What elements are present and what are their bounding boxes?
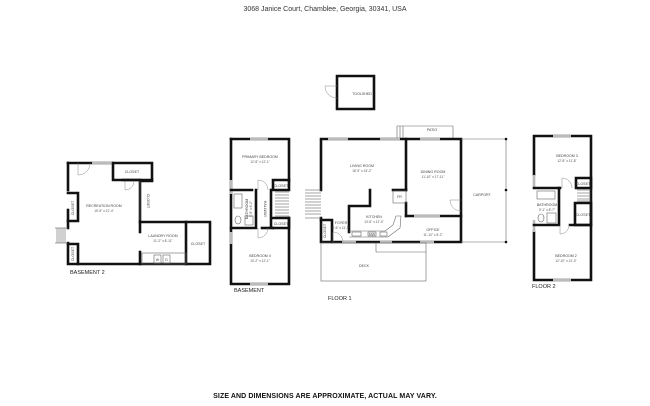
office-label: OFFICE bbox=[426, 228, 440, 232]
dining-room-label: DINING ROOM bbox=[421, 170, 446, 174]
bathroom-label: BATHROOM bbox=[537, 203, 558, 207]
toolshed-label: TOOLSHED bbox=[352, 92, 372, 96]
closet-label: CLOSET bbox=[191, 242, 206, 246]
bedroom-4-dims: 10'-2" x 12'-1" bbox=[250, 259, 270, 263]
primary-bedroom-dims: 12'-8" x 12'-1" bbox=[250, 160, 270, 164]
recreation-room-label: RECREATION ROOM bbox=[86, 204, 121, 208]
hallway-label: HALLWAY bbox=[263, 201, 267, 218]
living-room-label: LIVING ROOM bbox=[350, 164, 374, 168]
closet-label: CLOSET bbox=[71, 246, 75, 261]
carport-label: CARPORT bbox=[473, 193, 491, 197]
bedroom-3-label: BEDROOM 3 bbox=[556, 154, 578, 158]
closet-label: CLOSET bbox=[576, 182, 591, 186]
bedroom-2-dims: 12'-10" x 12'-3" bbox=[555, 259, 576, 263]
floor-label-floor-2: FLOOR 2 bbox=[532, 284, 556, 290]
property-address: 3068 Janice Court, Chamblee, Georgia, 30… bbox=[243, 6, 407, 13]
foyer-label: FOYER bbox=[335, 221, 348, 225]
dining-room-dims: 11'-10" x 17'-11" bbox=[422, 175, 445, 179]
disclaimer-text: SIZE AND DIMENSIONS ARE APPROXIMATE, ACT… bbox=[213, 393, 437, 400]
fridge-label: FR bbox=[397, 195, 402, 199]
floor-1-plan: TOOLSHED PATIO FR CLOSET MW bbox=[305, 74, 508, 302]
primary-bedroom-label: PRIMARY BEDROOM bbox=[242, 155, 278, 159]
recreation-room-dims: 15'-5" x 21'-4" bbox=[94, 209, 114, 213]
closet-label: CLOSET bbox=[576, 213, 591, 217]
closet-label: CLOSET bbox=[71, 200, 75, 215]
living-room-dims: 18'-9" x 15'-2" bbox=[352, 169, 372, 173]
laundry-room-dims: 11'-2" x 8'-11" bbox=[153, 239, 172, 243]
floor-2-plan: BEDROOM 3 12'-8" x 11'-8" BEDROOM 2 12'-… bbox=[532, 134, 593, 290]
kitchen-dims: 13'-6" x 12'-0" bbox=[364, 220, 384, 224]
floor-label-basement: BASEMENT bbox=[234, 288, 265, 294]
closet-label: CLOSET bbox=[146, 194, 150, 209]
bathroom-dims: 5'-1" x 8'-7" bbox=[539, 208, 555, 212]
basement-2-plan: W D RECREATION ROOM 15'-5" x 21'-4" LAUN… bbox=[55, 161, 212, 276]
patio-label: PATIO bbox=[427, 128, 437, 132]
closet-label: CLOSET bbox=[323, 223, 327, 238]
bedroom-3-dims: 12'-8" x 11'-8" bbox=[557, 159, 576, 163]
microwave-label: MW bbox=[369, 233, 376, 237]
closet-label: CLOSET bbox=[274, 222, 289, 226]
floor-label-basement-2: BASEMENT 2 bbox=[70, 270, 105, 276]
bedroom-4-label: BEDROOM 4 bbox=[249, 254, 271, 258]
closet-label: CLOSET bbox=[274, 184, 289, 188]
foyer-dims: 5'-6" x 11'-9" bbox=[332, 226, 350, 230]
office-dims: 11'-10" x 5'-2" bbox=[423, 233, 442, 237]
bedroom-2-label: BEDROOM 2 bbox=[555, 254, 577, 258]
basement-plan: PRIMARY BEDROOM 12'-8" x 12'-1" BEDROOM … bbox=[229, 137, 291, 294]
bathroom-label: BATHROOM bbox=[245, 199, 249, 220]
floor-label-floor-1: FLOOR 1 bbox=[328, 296, 352, 302]
dryer-label: D bbox=[165, 258, 168, 262]
closet-label: CLOSET bbox=[125, 170, 140, 174]
deck-label: DECK bbox=[359, 264, 370, 268]
laundry-room-label: LAUNDRY ROOM bbox=[148, 234, 177, 238]
bathroom-dims: 5'-8" x 8'-2" bbox=[249, 201, 253, 217]
washer-label: W bbox=[156, 258, 160, 262]
kitchen-label: KITCHEN bbox=[366, 215, 382, 219]
